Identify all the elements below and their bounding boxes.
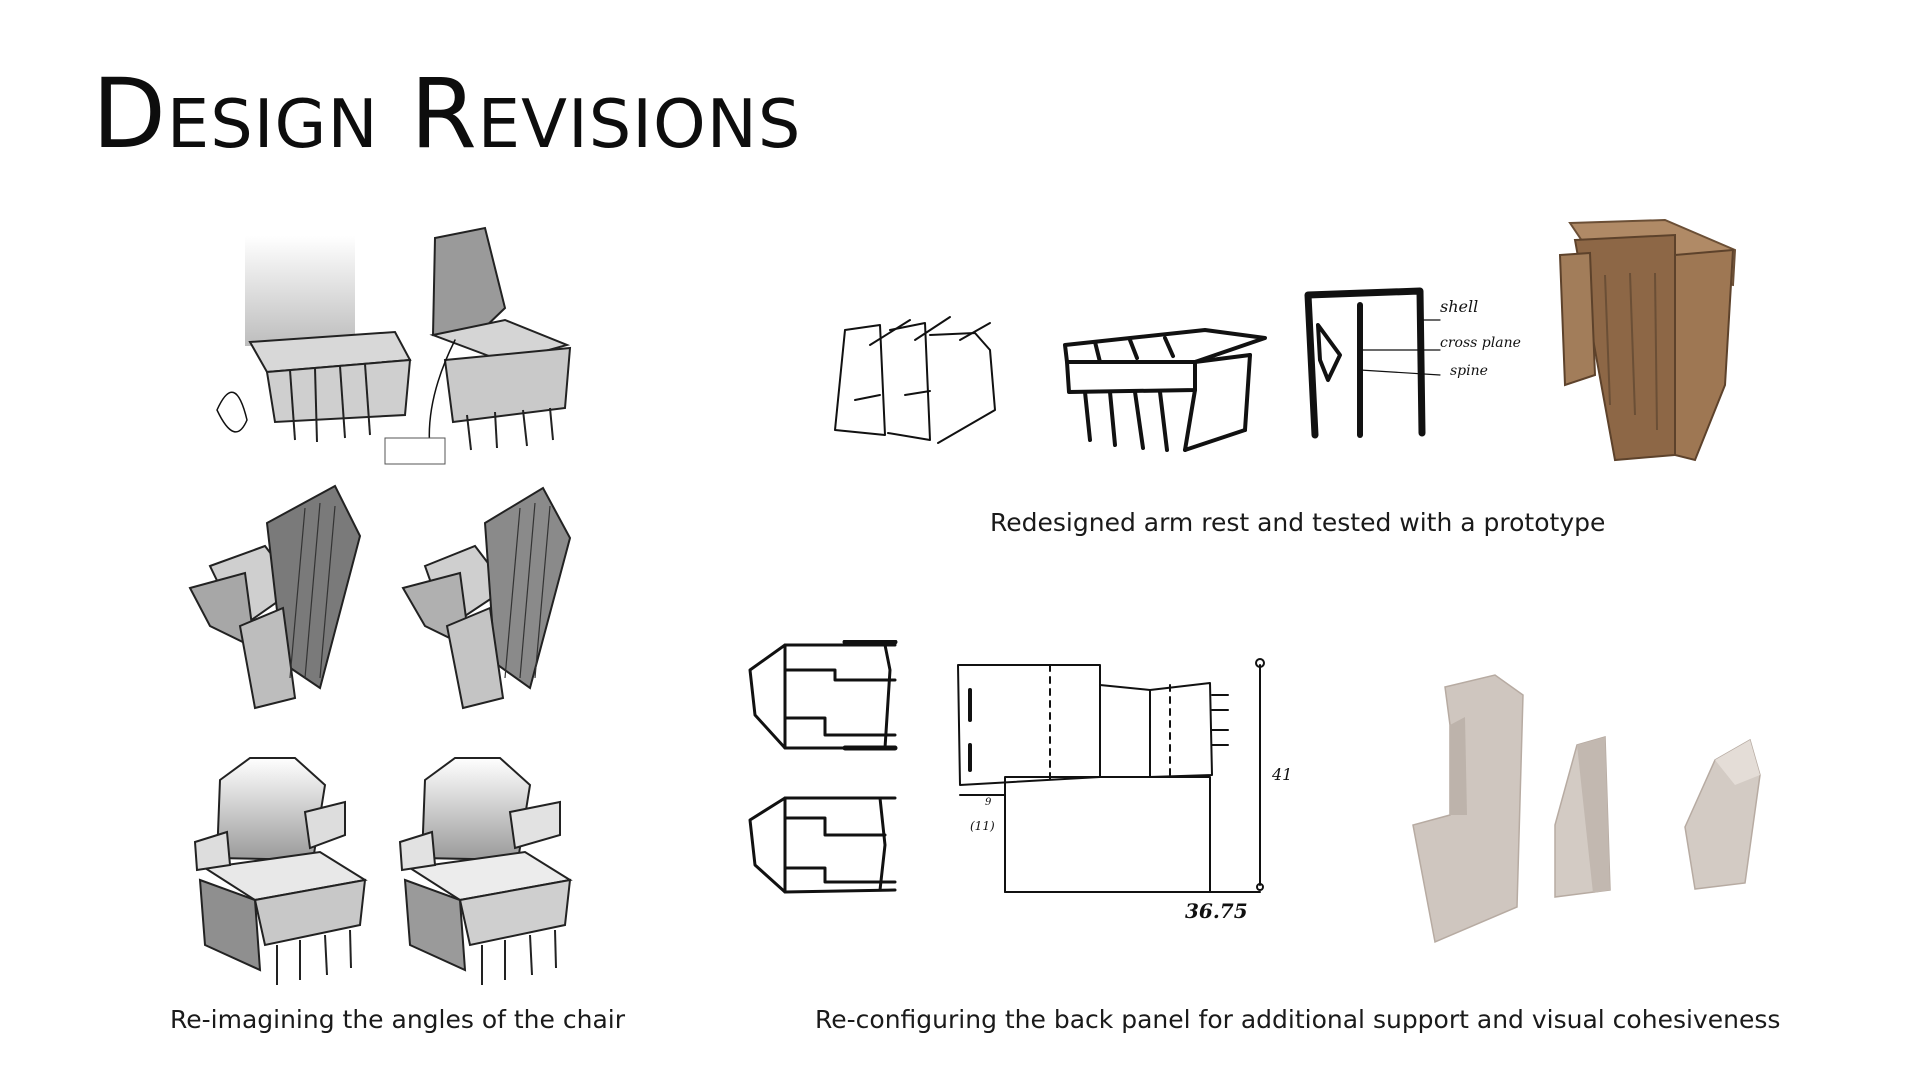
back-panel-flat-pattern-sketch: 41 36.75 (11) 9: [950, 655, 1320, 950]
armrest-sketch-1: [830, 315, 1000, 455]
dimension-width: 36.75: [1185, 899, 1248, 923]
caption-reimagining-angles: Re-imagining the angles of the chair: [170, 1005, 625, 1034]
armrest-sketch-2: [1055, 300, 1270, 460]
annotation-shell: shell: [1440, 297, 1479, 316]
chair-sketch-bottom-pair: [185, 740, 590, 990]
caption-reconfiguring-back-panel: Re-configuring the back panel for additi…: [815, 1005, 1781, 1034]
dimension-small: (11): [970, 819, 995, 833]
caption-redesigned-armrest: Redesigned arm rest and tested with a pr…: [990, 508, 1606, 537]
armrest-cardboard-prototype: [1555, 215, 1740, 465]
armrest-section-sketch: shell cross plane spine: [1300, 285, 1530, 445]
chair-sketch-top-pair: [205, 210, 600, 470]
back-panel-paper-prototypes: [1405, 665, 1825, 945]
slide-title: Design Revisions: [92, 58, 802, 170]
back-panel-plan-sketches: [745, 640, 905, 910]
annotation-cross-plane: cross plane: [1440, 335, 1521, 351]
dimension-height: 41: [1272, 765, 1293, 784]
chair-sketch-middle-pair: [185, 478, 590, 718]
annotation-spine: spine: [1450, 363, 1488, 379]
dimension-tiny: 9: [985, 797, 992, 808]
